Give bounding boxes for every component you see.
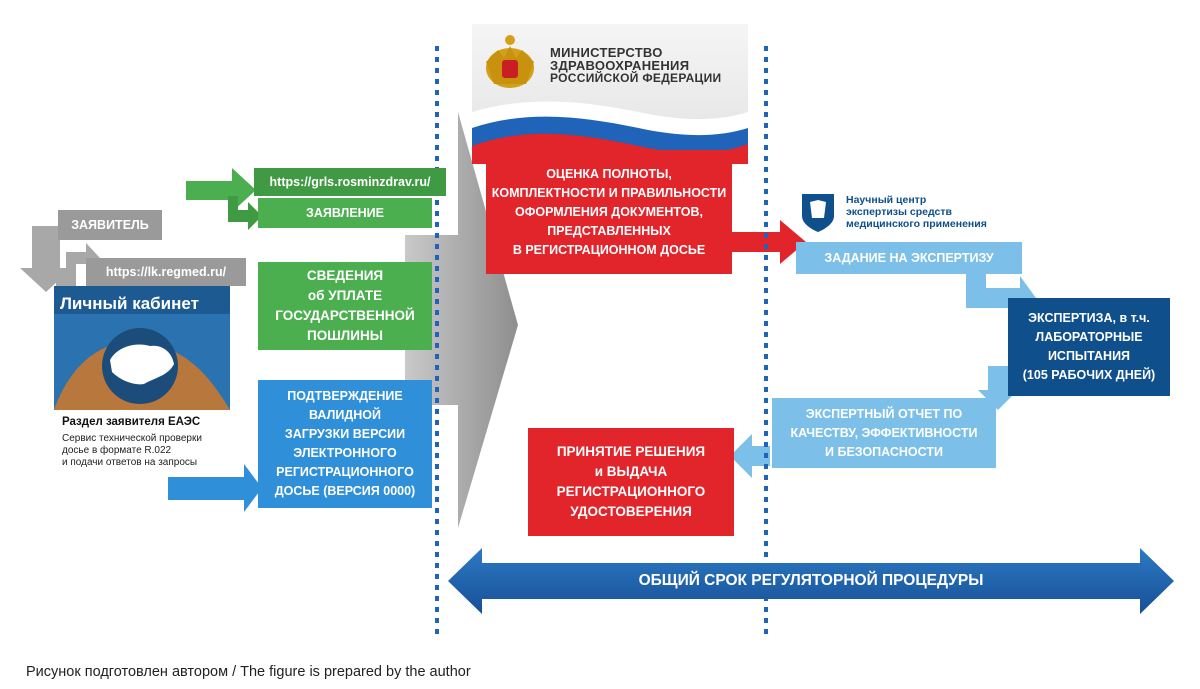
- section-description: Сервис технической проверки досье в форм…: [62, 433, 202, 468]
- application-box: ЗАЯВЛЕНИЕ: [258, 198, 432, 228]
- expert-report-box: ЭКСПЕРТНЫЙ ОТЧЕТ ПО КАЧЕСТВУ, ЭФФЕКТИВНО…: [772, 398, 996, 468]
- green-arrow-1: [186, 168, 256, 212]
- figure-caption: Рисунок подготовлен автором / The figure…: [26, 664, 471, 680]
- green-arrow-2: [228, 196, 262, 230]
- timeline-label: ОБЩИЙ СРОК РЕГУЛЯТОРНОЙ ПРОЦЕДУРЫ: [638, 572, 984, 589]
- expert-center-shield-icon: [802, 194, 834, 232]
- timeline-arrow: [448, 548, 1174, 614]
- ministry-title-line-1: МИНИСТЕРСТВО: [550, 45, 663, 60]
- cabinet-title: Личный кабинет: [60, 294, 199, 313]
- ministry-title-line-2: ЗДРАВООХРАНЕНИЯ: [550, 58, 690, 73]
- personal-cabinet-card[interactable]: Личный кабинет: [54, 286, 230, 410]
- ministry-title-line-3: РОССИЙСКОЙ ФЕДЕРАЦИИ: [550, 71, 722, 85]
- decision-box: ПРИНЯТИЕ РЕШЕНИЯ и ВЫДАЧА РЕГИСТРАЦИОННО…: [528, 428, 734, 536]
- section-title: Раздел заявителя ЕАЭС: [62, 416, 201, 428]
- eaeu-map-icon: [54, 314, 230, 410]
- expert-center-name: Научный центр экспертизы средств медицин…: [846, 194, 987, 230]
- double-headed-eagle-icon: [486, 35, 534, 88]
- arrow-task-to-expertise: [966, 274, 1036, 320]
- state-fee-box: СВЕДЕНИЯ об УПЛАТЕ ГОСУДАРСТВЕННОЙ ПОШЛИ…: [258, 262, 432, 350]
- big-gray-arrow: [405, 112, 518, 528]
- ministry-panel: МИНИСТЕРСТВО ЗДРАВООХРАНЕНИЯ РОССИЙСКОЙ …: [472, 24, 748, 164]
- applicant-label: ЗАЯВИТЕЛЬ: [58, 210, 162, 240]
- red-arrow-task: [712, 220, 806, 264]
- ministry-title: МИНИСТЕРСТВО ЗДРАВООХРАНЕНИЯ РОССИЙСКОЙ …: [550, 46, 721, 85]
- arrow-report-to-decision: [730, 434, 770, 478]
- blue-arrow-cabinet: [168, 464, 262, 512]
- assessment-box: ОЦЕНКА ПОЛНОТЫ, КОМПЛЕКТНОСТИ И ПРАВИЛЬН…: [486, 150, 732, 274]
- applicant-url[interactable]: https://lk.regmed.ru/: [86, 258, 246, 286]
- expertise-box: ЭКСПЕРТИЗА, в т.ч. ЛАБОРАТОРНЫЕ ИСПЫТАНИ…: [1008, 298, 1170, 396]
- dossier-upload-box: ПОДТВЕРЖДЕНИЕ ВАЛИДНОЙ ЗАГРУЗКИ ВЕРСИИ Э…: [258, 380, 432, 508]
- grls-url[interactable]: https://grls.rosminzdrav.ru/: [254, 168, 446, 196]
- expertise-task-box: ЗАДАНИЕ НА ЭКСПЕРТИЗУ: [796, 242, 1022, 274]
- applicant-url-arrow: [56, 243, 100, 286]
